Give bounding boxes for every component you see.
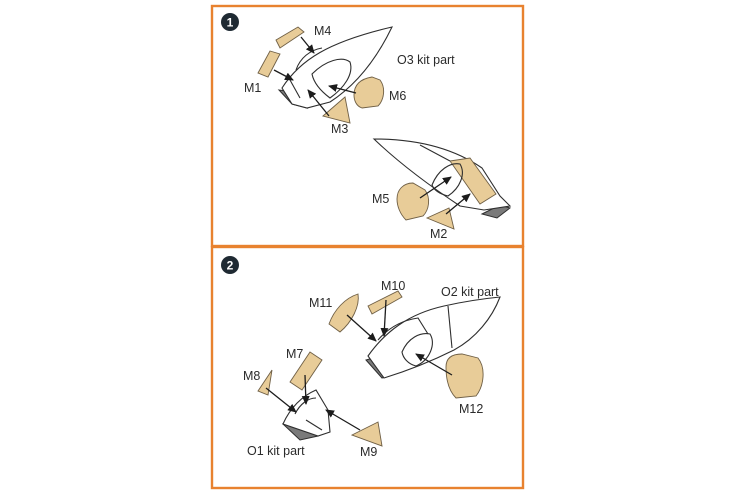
label-o1-kit-part: O1 kit part [247,444,305,458]
mask-m9 [350,421,383,447]
label-m2: M2 [430,227,447,241]
label-m6: M6 [389,89,406,103]
mask-m3 [322,96,351,124]
mask-m11 [328,293,359,333]
label-m1: M1 [244,81,261,95]
arrow-m12 [415,353,453,376]
mask-m7 [289,351,323,391]
step-2-number: 2 [227,259,234,273]
arrow-m4 [300,36,315,54]
label-m12: M12 [459,402,483,416]
mask-m1 [257,50,281,78]
mask-applied-rear [449,157,497,205]
mask-m4 [275,26,305,49]
label-o2-kit-part: O2 kit part [441,285,499,299]
label-m9: M9 [360,445,377,459]
arrow-m1 [273,69,294,81]
label-m5: M5 [372,192,389,206]
step-2-panel: 2 M11 M10 O2 kit par [210,245,525,490]
step-2-border [210,245,525,490]
label-m3: M3 [331,122,348,136]
label-m4: M4 [314,24,331,38]
arrow-m5 [419,176,452,199]
arrow-m9 [325,409,361,431]
o3-canopy-rear-part [372,138,512,219]
mask-m12 [445,353,484,399]
label-m10: M10 [381,279,405,293]
o2-canopy-part [365,296,501,379]
label-m11: M11 [309,296,332,310]
arrow-m7 [301,374,310,405]
o1-canopy-part [281,389,331,441]
label-m7: M7 [286,347,303,361]
step-2-badge [221,256,239,274]
mask-m8 [257,369,273,396]
mask-m10 [367,290,403,315]
arrow-m6 [328,84,357,94]
o3-canopy-part [277,26,393,109]
step-1-badge [221,13,239,31]
step-1-number: 1 [227,16,234,30]
arrow-m8 [265,387,297,413]
mask-m6 [353,76,385,109]
label-o3-kit-part: O3 kit part [397,53,455,67]
label-m8: M8 [243,369,260,383]
step-1-panel: 1 M4 M1 M3 M6 O3 kit part [210,4,525,248]
arrow-m11 [346,314,377,342]
mask-m5 [396,182,430,221]
arrow-m10 [380,299,389,337]
arrow-m2 [445,193,471,215]
arrow-m3 [307,89,330,117]
